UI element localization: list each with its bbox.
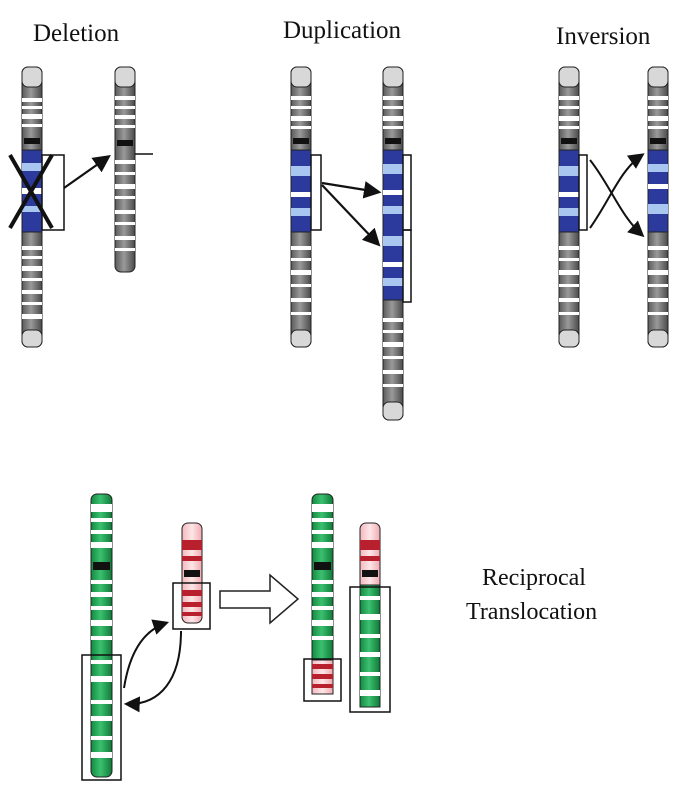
duplication-result-chromosome [382, 66, 404, 421]
translocation-green-original [90, 493, 113, 778]
deletion-result-chromosome [114, 66, 153, 273]
duplication-original-chromosome [290, 66, 312, 348]
duplication-copy-box-2 [402, 229, 412, 303]
inversion-arrow-down [589, 159, 645, 238]
duplication-label: Duplication [283, 17, 402, 44]
translocation-swap-arrow-down [123, 630, 182, 713]
inversion-source-box [578, 154, 588, 231]
translocation-green-segment-box [81, 654, 122, 781]
deletion-label: Deletion [33, 20, 120, 47]
inversion-arrow-up [589, 153, 645, 229]
deletion-arrow [63, 154, 111, 189]
deletion-region-box [41, 154, 65, 231]
inversion-label: Inversion [556, 23, 651, 50]
translocation-red-result-box [349, 586, 391, 713]
translocation-green-result-box [303, 658, 342, 702]
translocation-red-result [359, 522, 381, 708]
duplication-arrow-upper [321, 181, 382, 199]
inversion-result-chromosome [647, 66, 669, 348]
duplication-copy-box-1 [402, 154, 412, 231]
translocation-red-original [181, 522, 203, 624]
inversion-original-chromosome [558, 66, 580, 348]
duplication-group [290, 66, 412, 421]
reciprocal-label: Reciprocal [482, 565, 586, 591]
deletion-cross-mark-b [8, 154, 54, 229]
translocation-group [81, 493, 391, 781]
translocation-label: Translocation [466, 599, 597, 625]
duplication-arrow-lower [321, 184, 381, 247]
translocation-green-result [311, 493, 334, 695]
translocation-red-segment-box [172, 582, 211, 630]
deletion-group [8, 66, 153, 348]
translocation-swap-arrow-up [123, 619, 170, 689]
duplication-source-box [310, 154, 322, 231]
translocation-result-arrow [219, 573, 300, 625]
inversion-group [558, 66, 669, 348]
